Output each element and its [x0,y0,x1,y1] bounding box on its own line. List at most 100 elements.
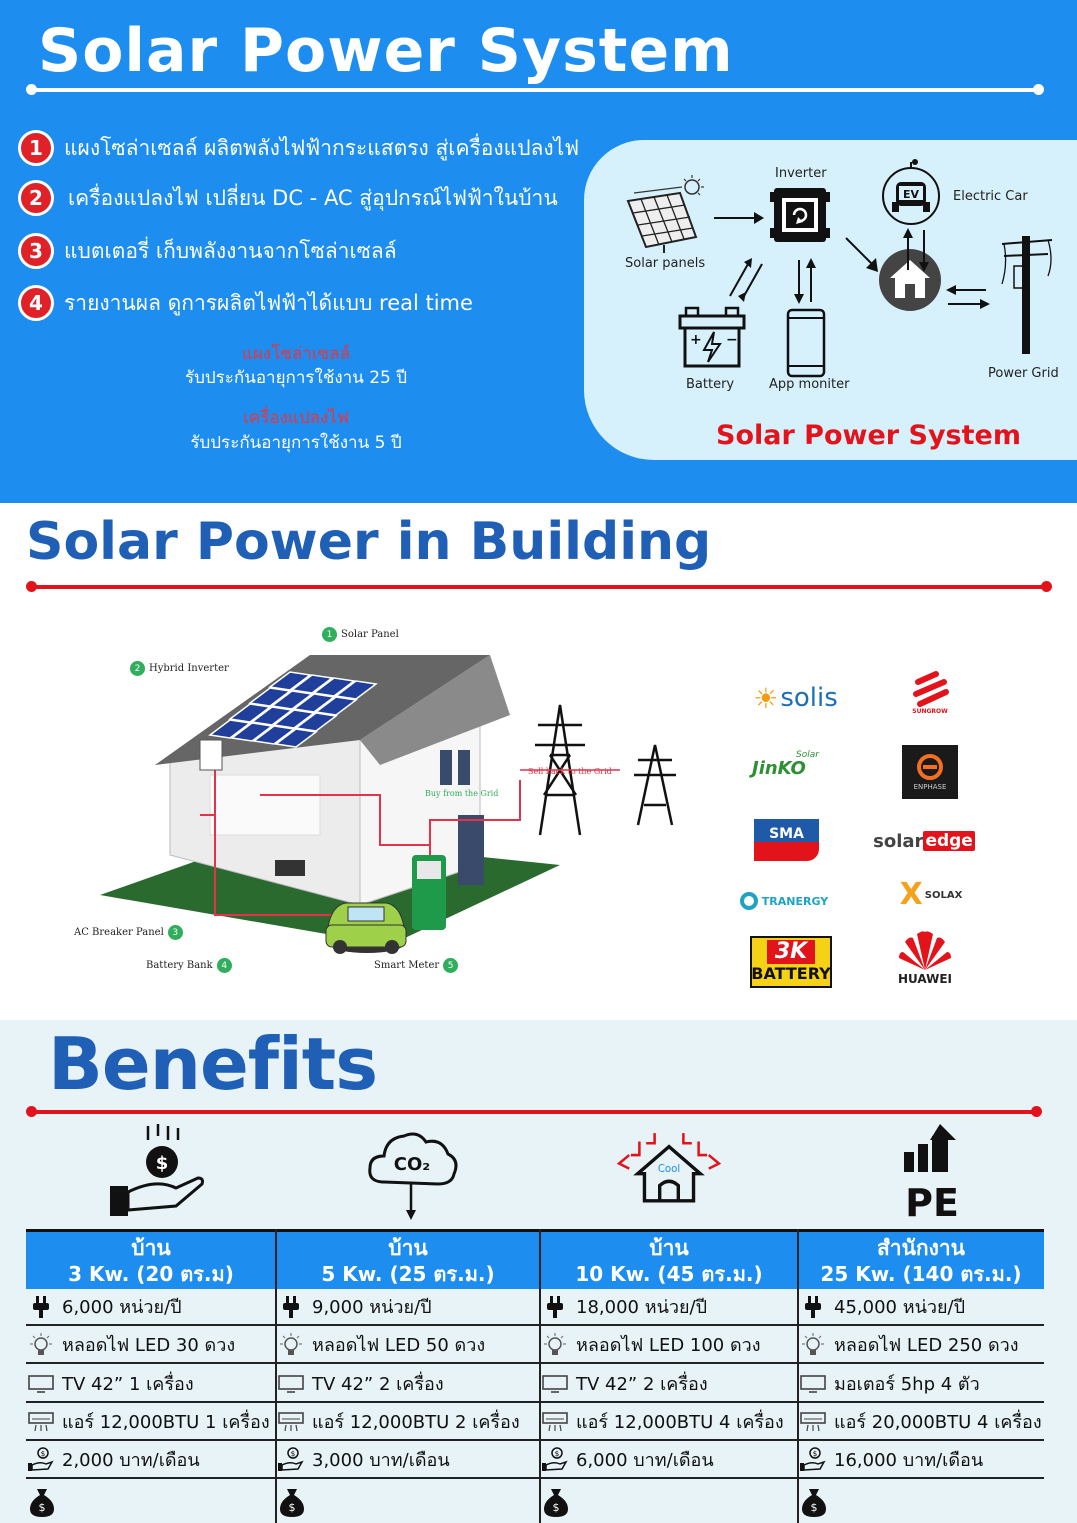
svg-text:$: $ [156,1153,169,1174]
app-monitor-label: App moniter [769,377,850,392]
header-type: สำนักงาน [876,1236,966,1260]
pe-label: PE [905,1181,959,1222]
svg-text:−: − [726,332,738,348]
air-conditioner-icon [800,1409,826,1435]
svg-text:$: $ [555,1450,559,1458]
money-bag-icon: $ [28,1485,56,1523]
tv-icon [28,1371,54,1397]
money-hand-icon: $ [28,1446,54,1473]
bulb-icon [28,1332,54,1358]
svg-text:$: $ [41,1450,45,1458]
double-arrow-icon [946,285,990,309]
header-type: บ้าน [388,1236,428,1260]
diagram-title: Solar Power System [716,420,1021,451]
money-hand-icon: $ [800,1446,826,1473]
cell-text: หลอดไฟ LED 50 ดวง [312,1335,486,1356]
energy-units-row: 9,000 หน่วย/ปี [276,1289,540,1326]
warranty-text: รับประกันอายุการใช้งาน 5 ปี [190,433,402,453]
savings-row: $16,000 บาท/เดือน [798,1442,1044,1479]
x-mark-icon: X [899,877,923,912]
solar-system-section: Solar Power System 1 แผงโซล่าเซลล์ ผลิตพ… [0,0,1077,503]
plug-icon [28,1294,54,1320]
huawei-flower-icon [899,931,951,970]
section-title: Solar Power System [38,16,734,86]
column-header: บ้าน 5 Kw. (25 ตร.ม.) [276,1229,540,1289]
appliance-row: TV 42” 1 เครื่อง [26,1366,276,1403]
callout-number: 5 [443,958,459,973]
svg-text:$: $ [811,1501,818,1514]
benefit-column: บ้าน 10 Kw. (45 ตร.ม.) [540,1229,798,1523]
number-badge: 1 [18,130,54,166]
cell-text: 3,000 บาท/เดือน [312,1450,450,1471]
ac-row: แอร์ 12,000BTU 2 เครื่อง [276,1404,540,1441]
number-badge: 2 [18,180,54,216]
cool-label: Cool [658,1164,680,1175]
cell-text: 16,000 บาท/เดือน [834,1450,984,1471]
feature-1: 1 แผงโซล่าเซลล์ ผลิตพลังไฟฟ้ากระแสตรง สู… [18,130,579,166]
feature-text: เครื่องแปลงไฟ เปลี่ยน DC - AC สู่อุปกรณ์… [68,185,558,210]
arrow-right-icon [714,212,764,224]
plug-icon [800,1294,826,1320]
column-header: บ้าน 3 Kw. (20 ตร.ม) [26,1229,276,1289]
cell-text: 2,000 บาท/เดือน [62,1450,200,1471]
column-divider [797,1229,799,1523]
air-conditioner-icon [542,1409,568,1435]
benefits-title: Benefits [48,1022,378,1106]
power-grid-label: Power Grid [988,366,1059,381]
svg-text:$: $ [813,1450,817,1458]
cell-text: หลอดไฟ LED 30 ดวง [62,1335,236,1356]
callout-ac-breaker: AC Breaker Panel 3 [74,925,187,940]
bulb-icon [278,1332,304,1358]
sun-icon: ☀ [753,681,779,715]
energy-units-row: 45,000 หน่วย/ปี [798,1289,1044,1326]
cell-text: TV 42” 1 เครื่อง [62,1374,194,1395]
tv-icon [278,1371,304,1397]
tranergy-logo: TRANERGY [728,888,840,914]
money-bag-icon: $ [278,1485,306,1523]
huawei-logo: HUAWEI [888,926,962,990]
led-row: หลอดไฟ LED 50 ดวง [276,1327,540,1364]
cell-text: TV 42” 2 เครื่อง [576,1374,708,1395]
callout-battery-bank: Battery Bank 4 [146,958,236,973]
solar-panels-label: Solar panels [625,256,706,271]
double-arrow-icon [794,258,816,304]
money-hand-icon: $ [542,1446,568,1473]
cell-text: แอร์ 12,000BTU 1 เครื่อง [62,1412,270,1433]
appliance-row: มอเตอร์ 5hp 4 ตัว [798,1366,1044,1403]
energy-units-row: 18,000 หน่วย/ปี [540,1289,798,1326]
cell-text: แอร์ 12,000BTU 4 เครื่อง [576,1412,784,1433]
building-title: Solar Power in Building [26,512,712,572]
led-row: หลอดไฟ LED 100 ดวง [540,1327,798,1364]
title-underline [26,1106,1042,1117]
sungrow-logo: SUNGROW [900,665,960,720]
savings-row: $2,000 บาท/เดือน [26,1442,276,1479]
cell-text: 6,000 หน่วย/ปี [62,1297,182,1318]
appliance-row: TV 42” 2 เครื่อง [540,1366,798,1403]
bulb-icon [800,1332,826,1358]
ac-row: แอร์ 12,000BTU 1 เครื่อง [26,1404,276,1441]
svg-text:+: + [690,332,702,348]
cell-text: หลอดไฟ LED 100 ดวง [576,1335,761,1356]
callout-label: Smart Meter [374,960,440,971]
callout-number: 2 [130,661,145,676]
warranty-text: รับประกันอายุการใช้งาน 25 ปี [184,368,408,388]
cell-text: มอเตอร์ 5hp 4 ตัว [834,1374,980,1395]
feature-4: 4 รายงานผล ดูการผลิตไฟฟ้าได้แบบ real tim… [18,285,473,321]
sma-logo: SMA [754,819,819,861]
callout-label: Solar Panel [341,629,399,640]
title-underline [26,84,1044,95]
air-conditioner-icon [278,1409,304,1435]
callout-label: AC Breaker Panel [74,927,164,938]
svg-text:$: $ [553,1501,560,1514]
sungrow-mark-icon [913,671,949,707]
callout-label: Hybrid Inverter [149,663,229,674]
header-size: 5 Kw. (25 ตร.ม.) [321,1262,495,1286]
tv-icon [542,1371,568,1397]
number-badge: 4 [18,285,54,321]
feature-3: 3 แบตเตอรี่ เก็บพลังงานจากโซล่าเซลล์ [18,233,397,269]
bulb-icon [542,1332,568,1358]
column-divider [539,1229,541,1523]
title-underline [26,581,1052,592]
house-illustration: 1 Solar Panel 2 Hybrid Inverter AC Break… [60,615,700,990]
cell-text: หลอดไฟ LED 250 ดวง [834,1335,1019,1356]
